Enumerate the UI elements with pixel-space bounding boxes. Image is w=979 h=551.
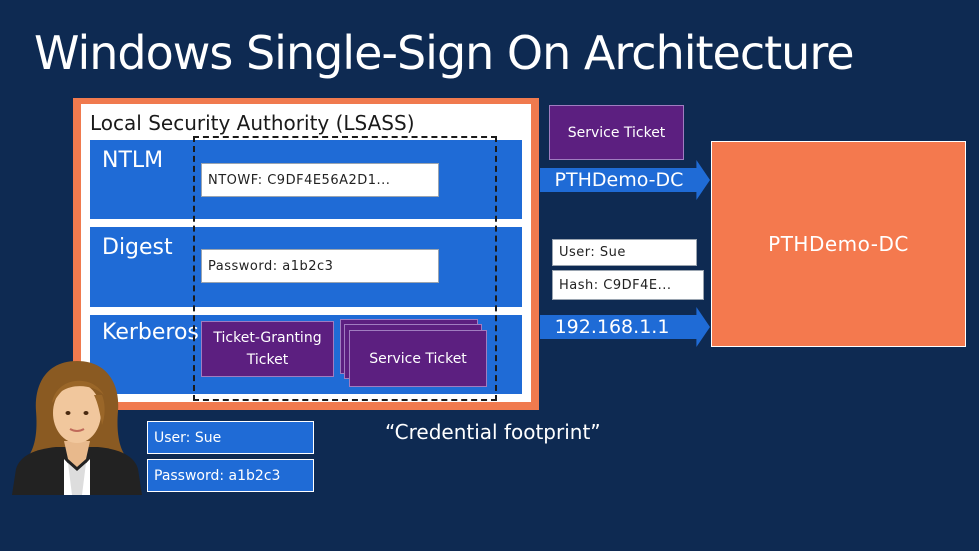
- ntlm-label: NTLM: [102, 148, 163, 173]
- domain-controller-box: PTHDemo-DC: [711, 141, 966, 347]
- digest-label: Digest: [102, 235, 173, 260]
- hash-box: Hash: C9DF4E...: [552, 270, 704, 300]
- arrow-ip: 192.168.1.1: [540, 307, 710, 347]
- credential-region-dashed: [193, 136, 497, 401]
- credential-password-box: Password: a1b2c3: [147, 459, 314, 492]
- user-avatar-icon: [12, 355, 142, 495]
- credential-user-box: User: Sue: [147, 421, 314, 454]
- credential-footprint-caption: “Credential footprint”: [385, 420, 601, 444]
- user-box: User: Sue: [552, 239, 697, 266]
- service-ticket-top: Service Ticket: [549, 105, 684, 160]
- arrow-to-dc: PTHDemo-DC: [540, 160, 710, 200]
- page-title: Windows Single-Sign On Architecture: [34, 26, 854, 80]
- kerberos-label: Kerberos: [102, 320, 199, 345]
- lsass-label: Local Security Authority (LSASS): [90, 111, 415, 135]
